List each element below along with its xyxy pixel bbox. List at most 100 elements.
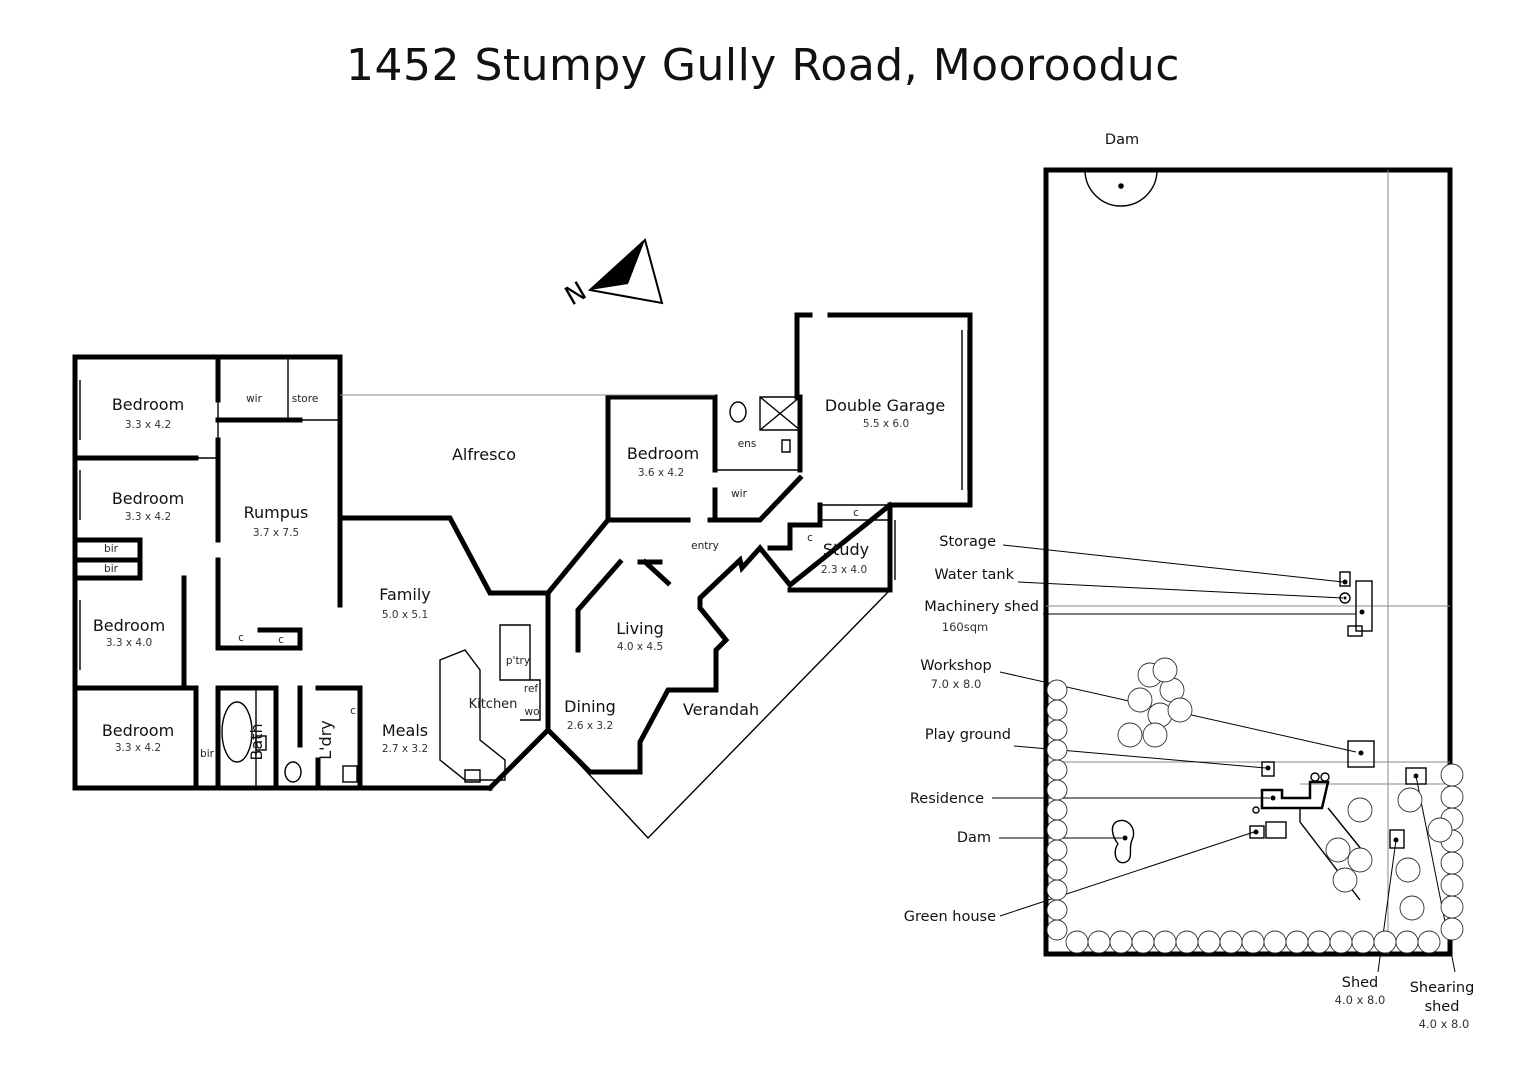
room-dim: 3.7 x 7.5	[253, 527, 299, 539]
room-dim: 5.5 x 6.0	[863, 418, 909, 430]
room-name: Dining	[564, 697, 616, 716]
tree-icon	[1153, 930, 1177, 954]
site-label: Green house	[904, 909, 996, 925]
house-plan	[72, 312, 973, 840]
tree-icon	[1046, 719, 1068, 741]
small-label: bir	[104, 563, 119, 575]
room-name: Kitchen	[469, 697, 518, 712]
small-label: c	[278, 634, 284, 646]
tree-icon	[1440, 895, 1464, 919]
tree-icon	[1046, 899, 1068, 921]
room-dim: 5.0 x 5.1	[382, 609, 428, 621]
tree-icon	[1417, 930, 1441, 954]
tree-icon	[1440, 873, 1464, 897]
tree-icon	[1131, 930, 1155, 954]
small-label: bir	[104, 543, 119, 555]
room-name: Study	[823, 540, 869, 559]
small-label: entry	[691, 540, 719, 552]
tree-icon	[1117, 722, 1143, 748]
room-name: Meals	[382, 721, 428, 740]
site-label: Workshop	[920, 658, 992, 674]
tree-icon	[1046, 699, 1068, 721]
room-name: Bedroom	[112, 395, 184, 414]
room-name: L'dry	[316, 720, 335, 760]
small-label: store	[292, 393, 319, 405]
tree-icon	[1263, 930, 1287, 954]
tree-icon	[1065, 930, 1089, 954]
tree-icon	[1329, 930, 1353, 954]
room-dim: 3.3 x 4.2	[115, 742, 161, 754]
tree-icon	[1087, 930, 1111, 954]
small-label: c	[853, 507, 859, 519]
tree-icon	[1219, 930, 1243, 954]
site-label: 4.0 x 8.0	[1335, 993, 1386, 1007]
tree-icon	[1399, 895, 1425, 921]
room-dim: 2.6 x 3.2	[567, 720, 613, 732]
room-name: Double Garage	[825, 396, 945, 415]
small-label: p'try	[506, 655, 530, 667]
tree-icon	[1395, 930, 1419, 954]
tree-icon	[1440, 785, 1464, 809]
tree-icon	[1395, 857, 1421, 883]
site-label: shed	[1425, 999, 1460, 1015]
room-name: Verandah	[683, 700, 759, 719]
small-label: ref	[524, 683, 539, 695]
tree-icon	[1046, 799, 1068, 821]
room-dim: 2.3 x 4.0	[821, 564, 867, 576]
north-arrow-icon: N	[560, 238, 664, 312]
tree-icon	[1347, 797, 1373, 823]
tree-icon	[1307, 930, 1331, 954]
tree-icons	[1046, 657, 1464, 954]
tree-icon	[1046, 859, 1068, 881]
site-label: Shearing	[1410, 980, 1475, 996]
site-label: Water tank	[934, 567, 1014, 583]
tree-icon	[1046, 779, 1068, 801]
compass-letter: N	[560, 276, 592, 312]
room-name: Living	[616, 619, 664, 638]
tree-icon	[1046, 879, 1068, 901]
room-name: Bath	[247, 723, 266, 760]
room-dim: 3.3 x 4.2	[125, 419, 171, 431]
tree-icon	[1152, 657, 1178, 683]
tree-icon	[1109, 930, 1133, 954]
small-label: wir	[731, 488, 748, 500]
tree-icon	[1175, 930, 1199, 954]
tree-icon	[1046, 759, 1068, 781]
room-name: Alfresco	[452, 445, 516, 464]
room-dim: 4.0 x 4.5	[617, 641, 663, 653]
small-label: bir	[200, 748, 215, 760]
small-label: ens	[738, 438, 757, 450]
small-label: wir	[246, 393, 263, 405]
room-name: Bedroom	[102, 721, 174, 740]
site-label: Dam	[957, 830, 991, 846]
tree-icon	[1325, 837, 1351, 863]
small-label: wo	[524, 706, 539, 718]
tree-icon	[1427, 817, 1453, 843]
room-dim: 3.3 x 4.0	[106, 637, 152, 649]
room-name: Bedroom	[93, 616, 165, 635]
site-plan	[1043, 167, 1453, 957]
tree-icon	[1241, 930, 1265, 954]
tree-icon	[1440, 763, 1464, 787]
site-label: Shed	[1342, 975, 1379, 991]
tree-icon	[1046, 679, 1068, 701]
tree-icon	[1046, 739, 1068, 761]
tree-icon	[1373, 930, 1397, 954]
site-label: 4.0 x 8.0	[1419, 1017, 1470, 1031]
site-label: Storage	[939, 534, 996, 550]
room-name: Bedroom	[112, 489, 184, 508]
tree-icon	[1127, 687, 1153, 713]
site-label: Residence	[910, 791, 984, 807]
tree-icon	[1285, 930, 1309, 954]
tree-icon	[1440, 917, 1464, 941]
tree-icon	[1197, 930, 1221, 954]
tree-icon	[1397, 787, 1423, 813]
tree-icon	[1046, 819, 1068, 841]
small-label: c	[350, 705, 356, 717]
room-dim: 3.6 x 4.2	[638, 467, 684, 479]
site-label: 160sqm	[942, 620, 988, 634]
tree-icon	[1046, 839, 1068, 861]
tree-icon	[1440, 851, 1464, 875]
site-label: Play ground	[925, 727, 1011, 743]
